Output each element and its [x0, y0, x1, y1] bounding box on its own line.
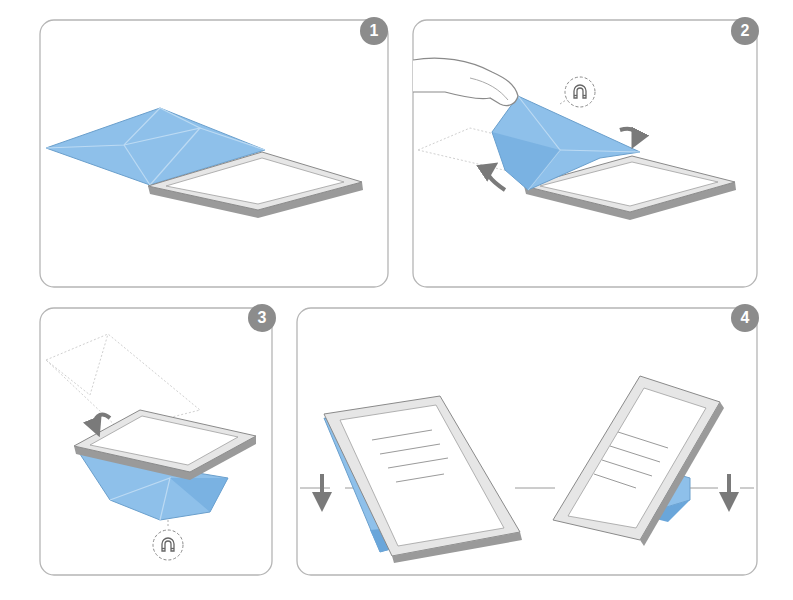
hand: [413, 58, 518, 105]
down-arrow: [727, 474, 731, 502]
panel-frame: [413, 20, 757, 287]
rotate-arrow: [620, 129, 637, 140]
callout-circle: [360, 17, 388, 45]
panel-frame: [297, 308, 757, 575]
panel-frame: [40, 308, 272, 575]
ghost-cover: [46, 334, 200, 430]
tablet: [74, 410, 256, 480]
rotate-arrow: [95, 415, 110, 428]
folding-cover: [492, 96, 640, 190]
callout-number: 4: [732, 305, 758, 331]
callout-circle: [248, 304, 276, 332]
callout-circle: [731, 17, 759, 45]
callout-circle: [731, 304, 759, 332]
callout-number: 1: [361, 18, 387, 44]
panel-frame: [40, 20, 388, 287]
callout-number: 2: [732, 18, 758, 44]
tablet: [148, 152, 363, 218]
down-arrow: [320, 474, 324, 502]
tablet: [553, 376, 724, 546]
callout-number: 3: [249, 305, 275, 331]
tablet: [324, 396, 522, 563]
rotate-arrow: [488, 168, 505, 190]
